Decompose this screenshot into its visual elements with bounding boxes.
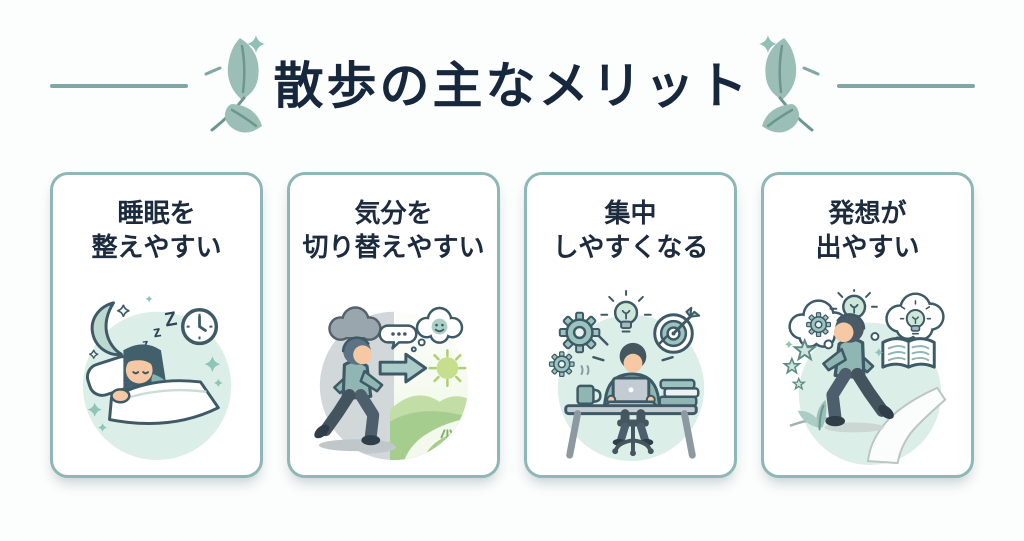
open-book-icon: [880, 337, 936, 369]
benefit-cards: 睡眠を 整えやすい z z Z: [50, 172, 974, 478]
hand: [109, 388, 131, 404]
focus-illustration: [542, 289, 720, 467]
card-mood: 気分を 切り替えやすい: [287, 172, 500, 478]
gear-icon: [549, 352, 574, 377]
card-title-line: 睡眠を: [117, 198, 196, 228]
page-title: 散歩の主なメリット: [273, 58, 751, 114]
card-title-line: 整えやすい: [91, 231, 222, 262]
coffee-mug-icon: [575, 365, 602, 405]
zzz-text: z: [141, 335, 150, 351]
plant-icon: [797, 399, 826, 431]
card-title-line: しやすくなる: [552, 231, 709, 262]
arrow-right-icon: [378, 352, 427, 384]
card-ideas-title: 発想が 出やすい: [766, 197, 969, 265]
card-sleep: 睡眠を 整えやすい z z Z: [50, 172, 263, 478]
ideas-illustration: [779, 289, 957, 467]
svg-text:z: z: [151, 323, 162, 341]
moon-icon: [90, 301, 123, 356]
target-icon: [652, 306, 700, 354]
desk: [563, 404, 698, 416]
card-title-line: 出やすい: [815, 231, 920, 262]
card-ideas: 発想が 出やすい: [761, 172, 974, 478]
speech-bubble-icon: [378, 324, 417, 350]
office-chair: [611, 409, 654, 457]
card-sleep-title: 睡眠を 整えやすい: [55, 197, 258, 265]
card-title-line: 切り替えやすい: [302, 231, 485, 262]
card-focus-title: 集中 しやすくなる: [529, 197, 732, 265]
card-title-line: 集中: [604, 198, 657, 228]
svg-text:Z: Z: [162, 308, 178, 332]
card-mood-title: 気分を 切り替えやすい: [292, 197, 495, 265]
clock-icon: [180, 308, 218, 346]
left-rule: [50, 84, 188, 88]
idea-thought-bubble-icon: [884, 292, 945, 352]
card-focus: 集中 しやすくなる: [524, 172, 737, 478]
book-stack-icon: [657, 378, 699, 407]
rain-cloud-icon: [327, 306, 382, 341]
leaf-ornament-right-icon: [752, 28, 832, 134]
mood-illustration: [305, 289, 483, 467]
gear-icon: [559, 313, 599, 353]
sleeping-person: [85, 344, 220, 425]
card-title-line: 発想が: [828, 198, 907, 228]
star-icon: [116, 304, 130, 318]
path-trail: [866, 386, 946, 465]
star-icon: [783, 357, 800, 374]
right-rule: [837, 84, 975, 88]
happy-thought-bubble-icon: [410, 306, 463, 353]
card-title-line: 気分を: [354, 198, 433, 228]
sleep-illustration: z z Z: [68, 289, 246, 467]
sun-icon: [427, 349, 466, 388]
